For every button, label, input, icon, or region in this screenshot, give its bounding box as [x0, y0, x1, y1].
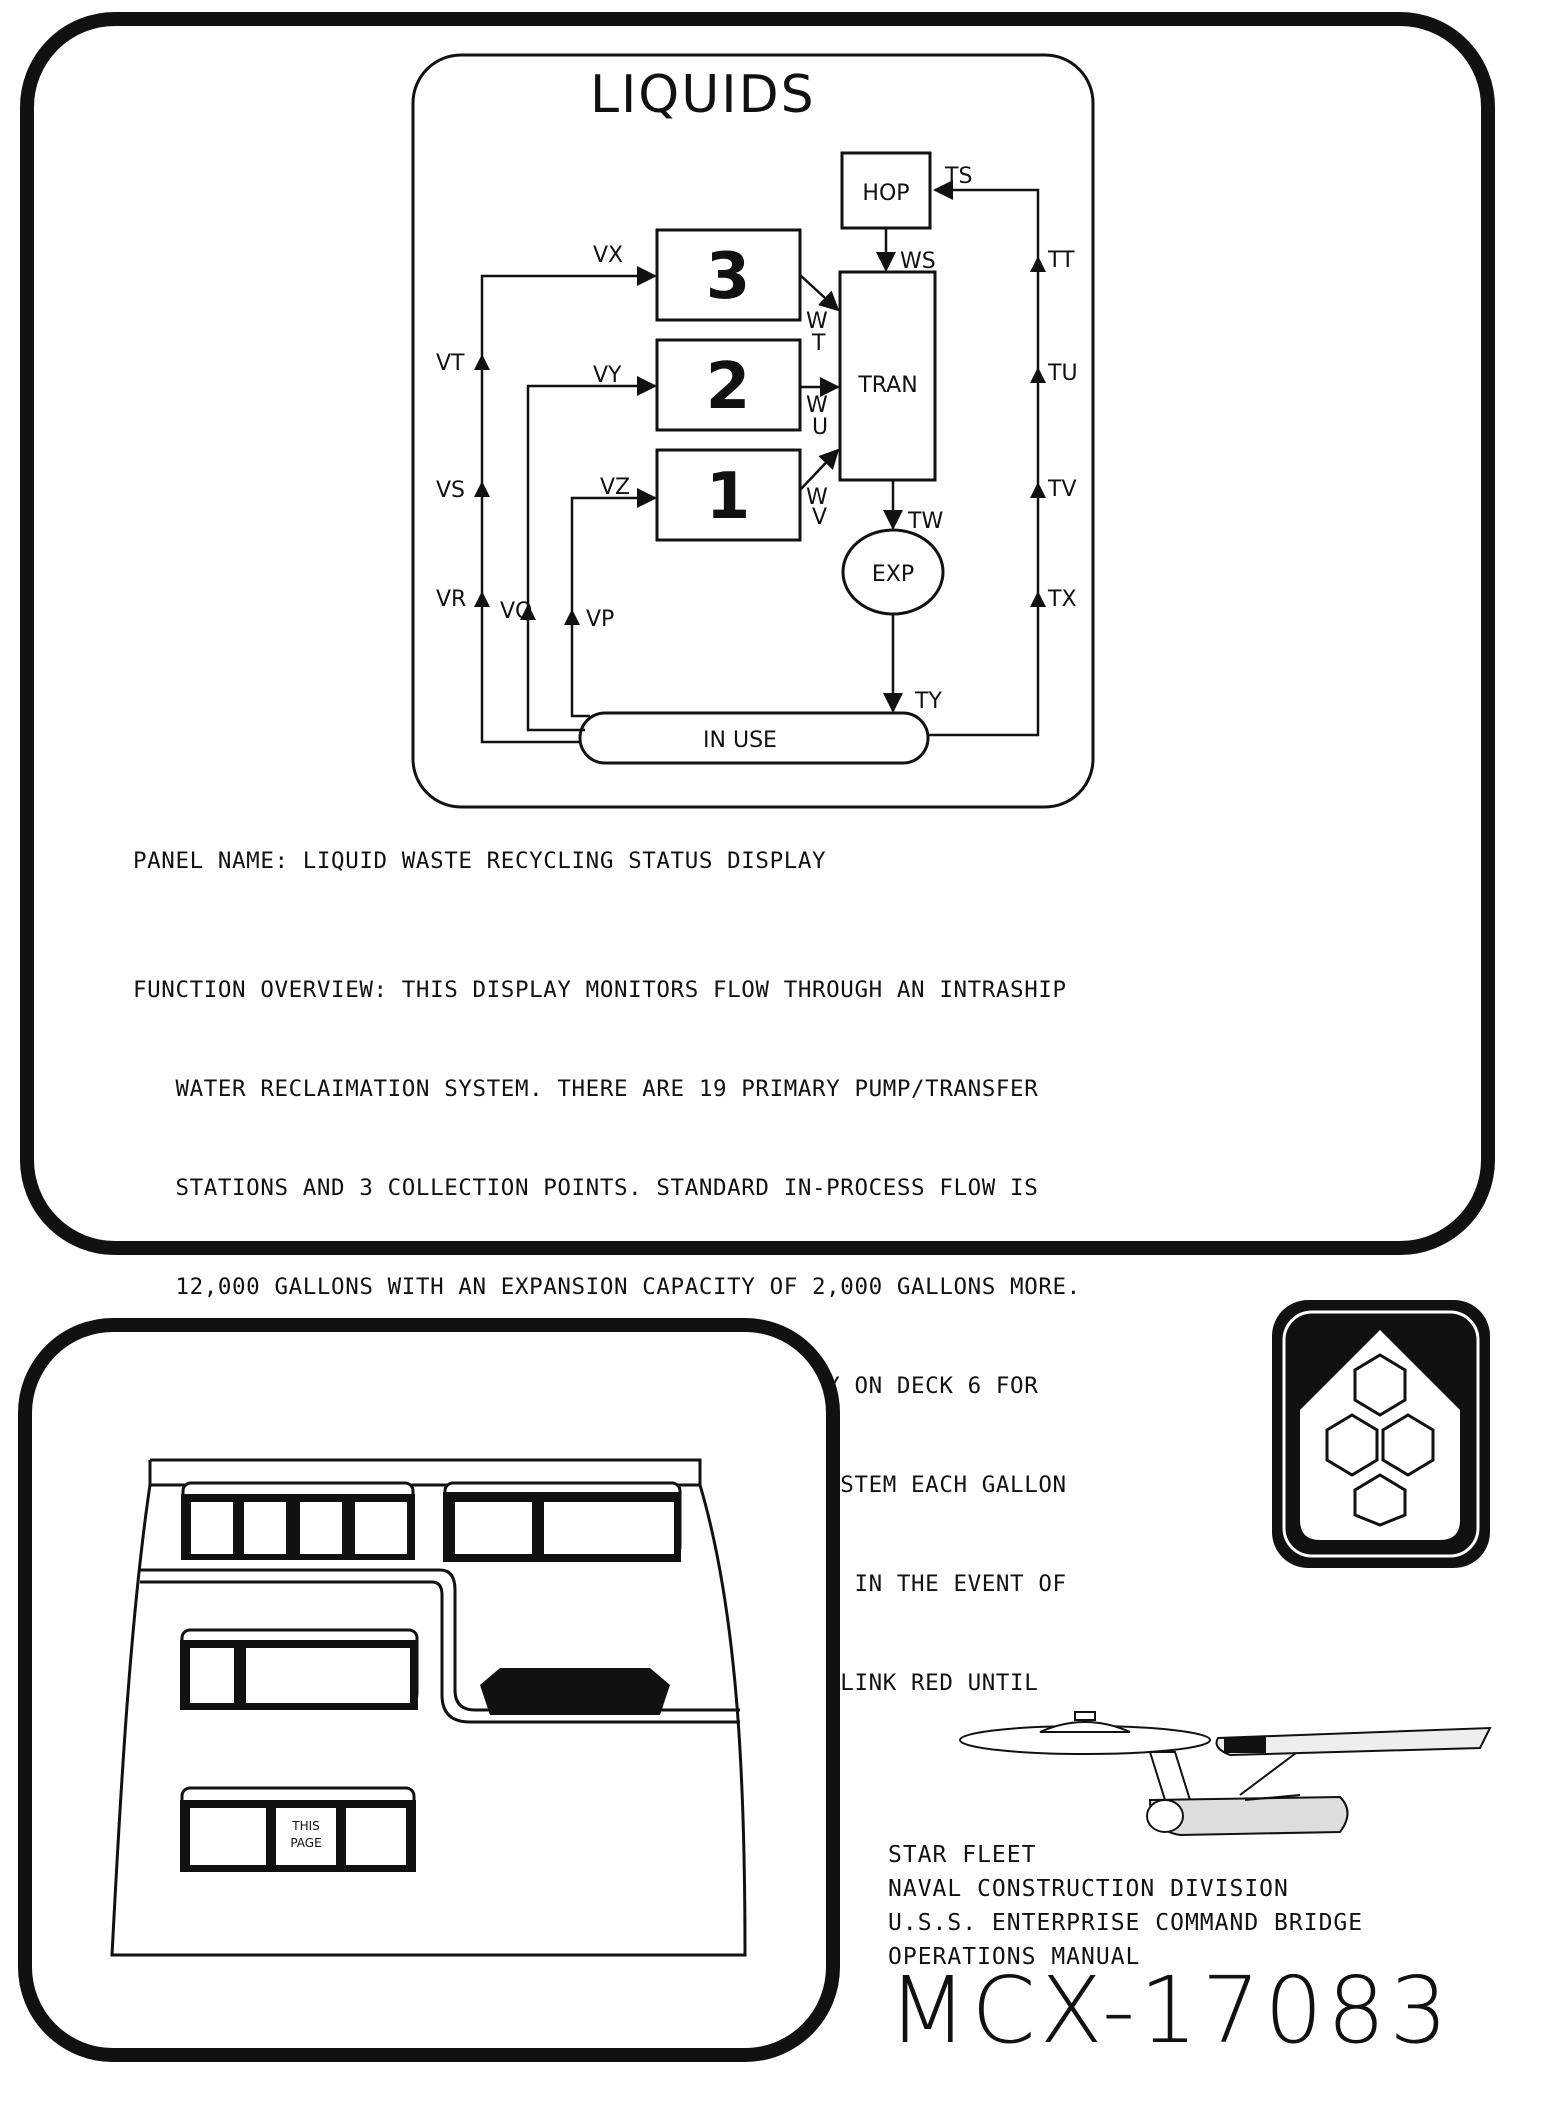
diagram-title: LIQUIDS — [590, 65, 816, 125]
label-tx: TX — [1047, 587, 1077, 612]
station-2-label: 2 — [706, 350, 751, 424]
label-wt-t: T — [811, 331, 826, 356]
panel-name: PANEL NAME: LIQUID WASTE RECYCLING STATU… — [133, 848, 827, 874]
in-use-tank[interactable]: IN USE — [578, 711, 930, 765]
footer-line-division: NAVAL CONSTRUCTION DIVISION — [888, 1876, 1289, 1902]
right-loop-markers — [1030, 256, 1046, 607]
function-line: STATIONS AND 3 COLLECTION POINTS. STANDA… — [133, 1175, 1039, 1201]
label-vq: VQ — [500, 599, 532, 624]
label-vs: VS — [436, 478, 465, 503]
label-ts: TS — [944, 164, 972, 189]
station-1-box[interactable]: 1 — [655, 448, 802, 542]
label-tu: TU — [1047, 361, 1078, 386]
label-wu-u: U — [812, 415, 828, 440]
function-line: WATER RECLAIMATION SYSTEM. THERE ARE 19 … — [133, 1076, 1039, 1102]
label-vt: VT — [436, 351, 465, 376]
label-wt-w: W — [806, 309, 828, 334]
console-wedge-control[interactable] — [480, 1668, 670, 1715]
label-wv-v: V — [812, 505, 827, 530]
document-number: MCX-17083 — [888, 1957, 1452, 2064]
exp-label: EXP — [872, 562, 914, 587]
liquids-panel-frame — [20, 12, 1495, 1255]
console-locator-frame — [18, 1318, 840, 2062]
label-wv-w: W — [806, 485, 828, 510]
station-3-box[interactable]: 3 — [655, 228, 802, 322]
label-vr: VR — [436, 587, 466, 612]
footer-line-starfleet: STAR FLEET — [888, 1842, 1037, 1868]
label-wu-w: W — [806, 393, 828, 418]
flow-lines — [480, 180, 1040, 744]
station-3-label: 3 — [706, 240, 751, 314]
label-tw: TW — [907, 509, 943, 534]
exp-node[interactable]: EXP — [841, 528, 945, 616]
label-tt: TT — [1047, 248, 1075, 273]
liquids-display-border — [411, 53, 1095, 809]
liquids-diagram: LIQUIDS HOP TRAN 3 2 1 EXP IN USE — [411, 53, 1095, 809]
tran-box[interactable]: TRAN — [838, 270, 937, 482]
label-vp: VP — [586, 607, 614, 632]
label-vz: VZ — [600, 475, 630, 500]
left-loop-markers — [474, 354, 580, 625]
hop-box[interactable]: HOP — [840, 151, 932, 230]
label-ws: WS — [900, 249, 936, 274]
hexagon-cluster-icon — [1325, 1353, 1435, 1527]
hop-label: HOP — [862, 181, 909, 206]
station-2-box[interactable]: 2 — [655, 338, 802, 432]
footer-line-enterprise: U.S.S. ENTERPRISE COMMAND BRIDGE — [888, 1910, 1364, 1936]
in-use-label: IN USE — [703, 728, 777, 753]
function-line: FUNCTION OVERVIEW: THIS DISPLAY MONITORS… — [133, 977, 1067, 1003]
tran-label: TRAN — [857, 373, 917, 398]
label-vy: VY — [593, 363, 622, 388]
label-vx: VX — [593, 243, 623, 268]
function-line: 12,000 GALLONS WITH AN EXPANSION CAPACIT… — [133, 1274, 1081, 1300]
label-ty: TY — [914, 689, 942, 714]
footer-line-manual: OPERATIONS MANUAL — [888, 1944, 1141, 1970]
station-1-label: 1 — [706, 460, 751, 534]
label-tv: TV — [1047, 477, 1077, 502]
